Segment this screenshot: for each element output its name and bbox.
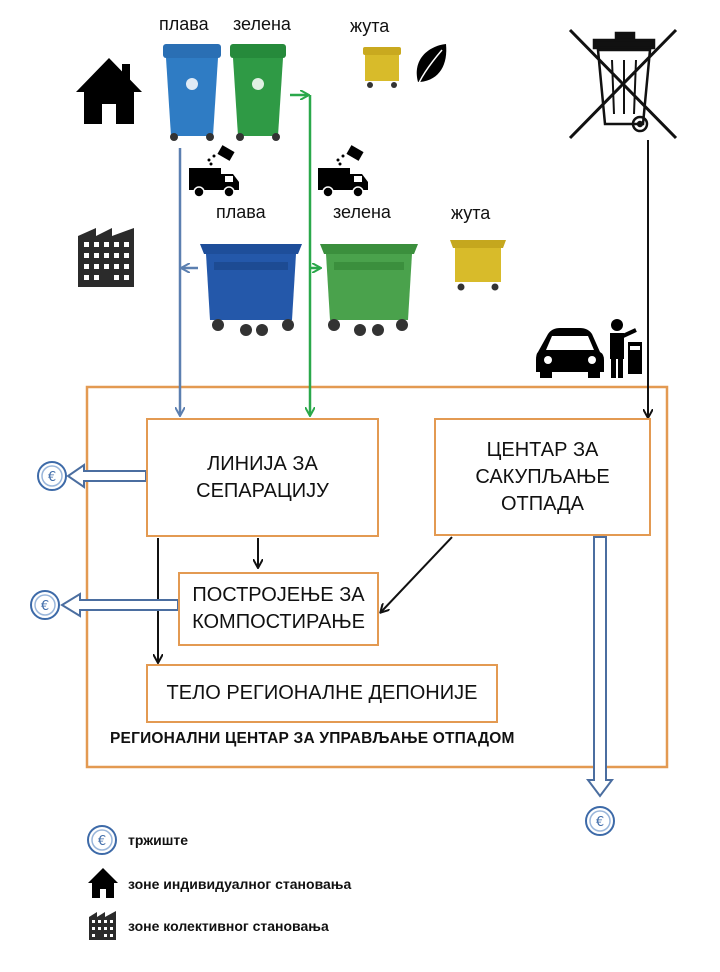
house-icon	[76, 58, 142, 124]
car-icon	[536, 328, 604, 378]
legend-house-icon	[88, 868, 118, 898]
blue-container-icon	[200, 244, 302, 336]
yellow-container-icon	[450, 240, 506, 291]
collection-center-label: ЦЕНТАР ЗА САКУПЉАЊЕ ОТПАДА	[475, 438, 610, 515]
landfill-body-box: ТЕЛО РЕГИОНАЛНЕ ДЕПОНИЈЕ	[146, 664, 498, 723]
euro-icon: €	[37, 461, 67, 491]
center-to-composting-arrow	[381, 536, 453, 612]
svg-text:€: €	[41, 599, 49, 614]
mid-blue-container-label: плава	[216, 202, 266, 222]
regional-center-title: РЕГИОНАЛНИ ЦЕНТАР ЗА УПРАВЉАЊЕ ОТПАДОМ	[110, 730, 515, 747]
svg-text:€: €	[596, 815, 604, 830]
mid-green-container-label: зелена	[333, 202, 391, 222]
blue-bin-icon	[163, 44, 221, 141]
euro-icon: €	[30, 590, 60, 620]
top-green-bin-label: зелена	[233, 14, 291, 34]
yellow-bin-icon	[363, 47, 401, 88]
composting-plant-box: ПОСТРОЈЕЊЕ ЗА КОМПОСТИРАЊЕ	[178, 572, 379, 646]
legend-building-icon	[89, 911, 116, 940]
legend-individual-housing-label: зоне индивидуалног становања	[128, 876, 352, 892]
euro-icon: €	[585, 806, 615, 836]
collection-center-box: ЦЕНТАР ЗА САКУПЉАЊЕ ОТПАДА	[434, 418, 651, 536]
apartment-building-icon	[78, 228, 134, 287]
legend-euro-icon: €	[87, 825, 117, 855]
landfill-body-label: ТЕЛО РЕГИОНАЛНЕ ДЕПОНИЈЕ	[166, 682, 478, 704]
regional-center-frame	[85, 385, 669, 769]
mid-yellow-container-label: жута	[451, 203, 491, 223]
composting-to-market-arrow	[60, 592, 179, 618]
green-container-icon	[320, 244, 418, 336]
center-to-market-arrow	[586, 536, 614, 798]
person-with-bin-icon	[610, 319, 642, 378]
green-bin-icon	[230, 44, 286, 141]
top-yellow-bin-label: жута	[350, 16, 390, 36]
crossed-out-bin-icon	[568, 28, 678, 140]
top-blue-bin-label: плава	[159, 14, 209, 34]
svg-text:€: €	[48, 470, 56, 485]
separation-to-market-arrow	[66, 463, 147, 489]
garbage-truck-icon	[318, 145, 368, 198]
leaf-icon	[415, 44, 447, 91]
garbage-truck-icon	[189, 145, 239, 198]
svg-text:€: €	[98, 834, 106, 849]
legend-market-label: тржиште	[128, 832, 189, 848]
legend-collective-housing-label: зоне колективног становања	[128, 918, 329, 934]
separation-line-box: ЛИНИЈА ЗА СЕПАРАЦИЈУ	[146, 418, 379, 537]
composting-plant-label: ПОСТРОЈЕЊЕ ЗА КОМПОСТИРАЊЕ	[192, 584, 365, 633]
separation-line-label: ЛИНИЈА ЗА СЕПАРАЦИЈУ	[196, 452, 329, 502]
